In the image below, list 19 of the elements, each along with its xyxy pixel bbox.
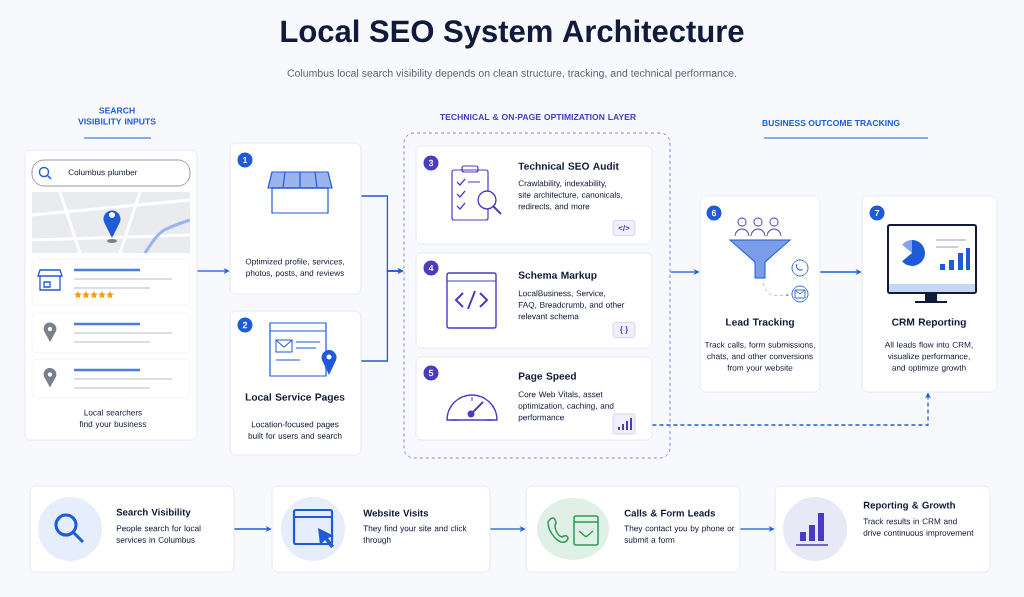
subtitle: Columbus local search visibility depends on clean structure, tracking, and technical performance. [287, 69, 736, 79]
tag-chip: { } [612, 322, 636, 338]
number-badge: 6 [706, 205, 722, 221]
number-badge: 4 [423, 260, 439, 276]
tag-chip: </> [612, 220, 636, 236]
process-card: 5 Page Speed Core Web Vitals, asset optimization, caching, and performance [415, 356, 653, 441]
node-label: TECHNICAL & ON-PAGE OPTIMIZATION LAYER [440, 113, 636, 121]
number-badge: 7 [869, 205, 885, 221]
title: Local SEO System Architecture [281, 19, 744, 49]
number-badge: 3 [423, 155, 439, 171]
search-bar: Columbus plumber [31, 159, 191, 187]
process-card: 1 Optimized profile, services, photos, posts, and reviews [229, 142, 362, 295]
number-badge: 5 [423, 365, 439, 381]
number-badge: 1 [237, 152, 253, 168]
number-badge: 2 [237, 317, 253, 333]
node-label: SEARCH VISIBILITY INPUTS [78, 107, 156, 125]
process-card: 2 Local Service Pages Location-focused pages built for users and search [229, 310, 362, 456]
process-card: 6 Lead Tracking Track calls, form submissions, chats, and other conversions from your website [699, 195, 821, 393]
section-heading: BUSINESS OUTCOME TRACKING [762, 119, 900, 127]
